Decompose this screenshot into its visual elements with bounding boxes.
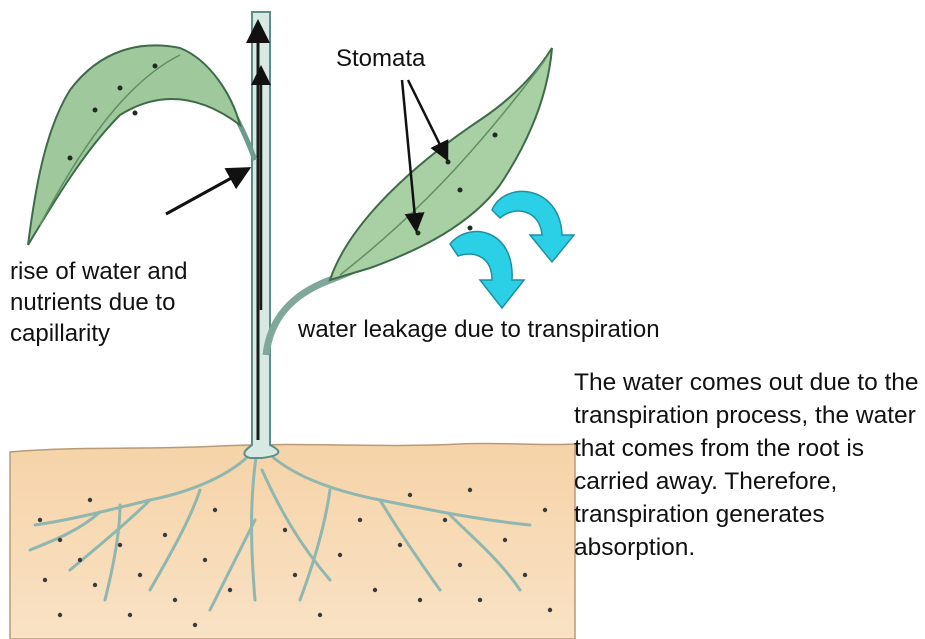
capillarity-pointer xyxy=(166,170,246,214)
stomata-pointer-2 xyxy=(408,80,446,157)
soil xyxy=(10,443,575,639)
stomata-label: Stomata xyxy=(336,43,425,74)
transpiration-label: water leakage due to transpiration xyxy=(298,314,660,345)
explanation-text: The water comes out due to the transpira… xyxy=(574,366,919,564)
left-leaf xyxy=(28,45,240,245)
capillarity-label: rise of water and nutrients due to capil… xyxy=(10,256,265,349)
right-leaf xyxy=(330,48,552,280)
